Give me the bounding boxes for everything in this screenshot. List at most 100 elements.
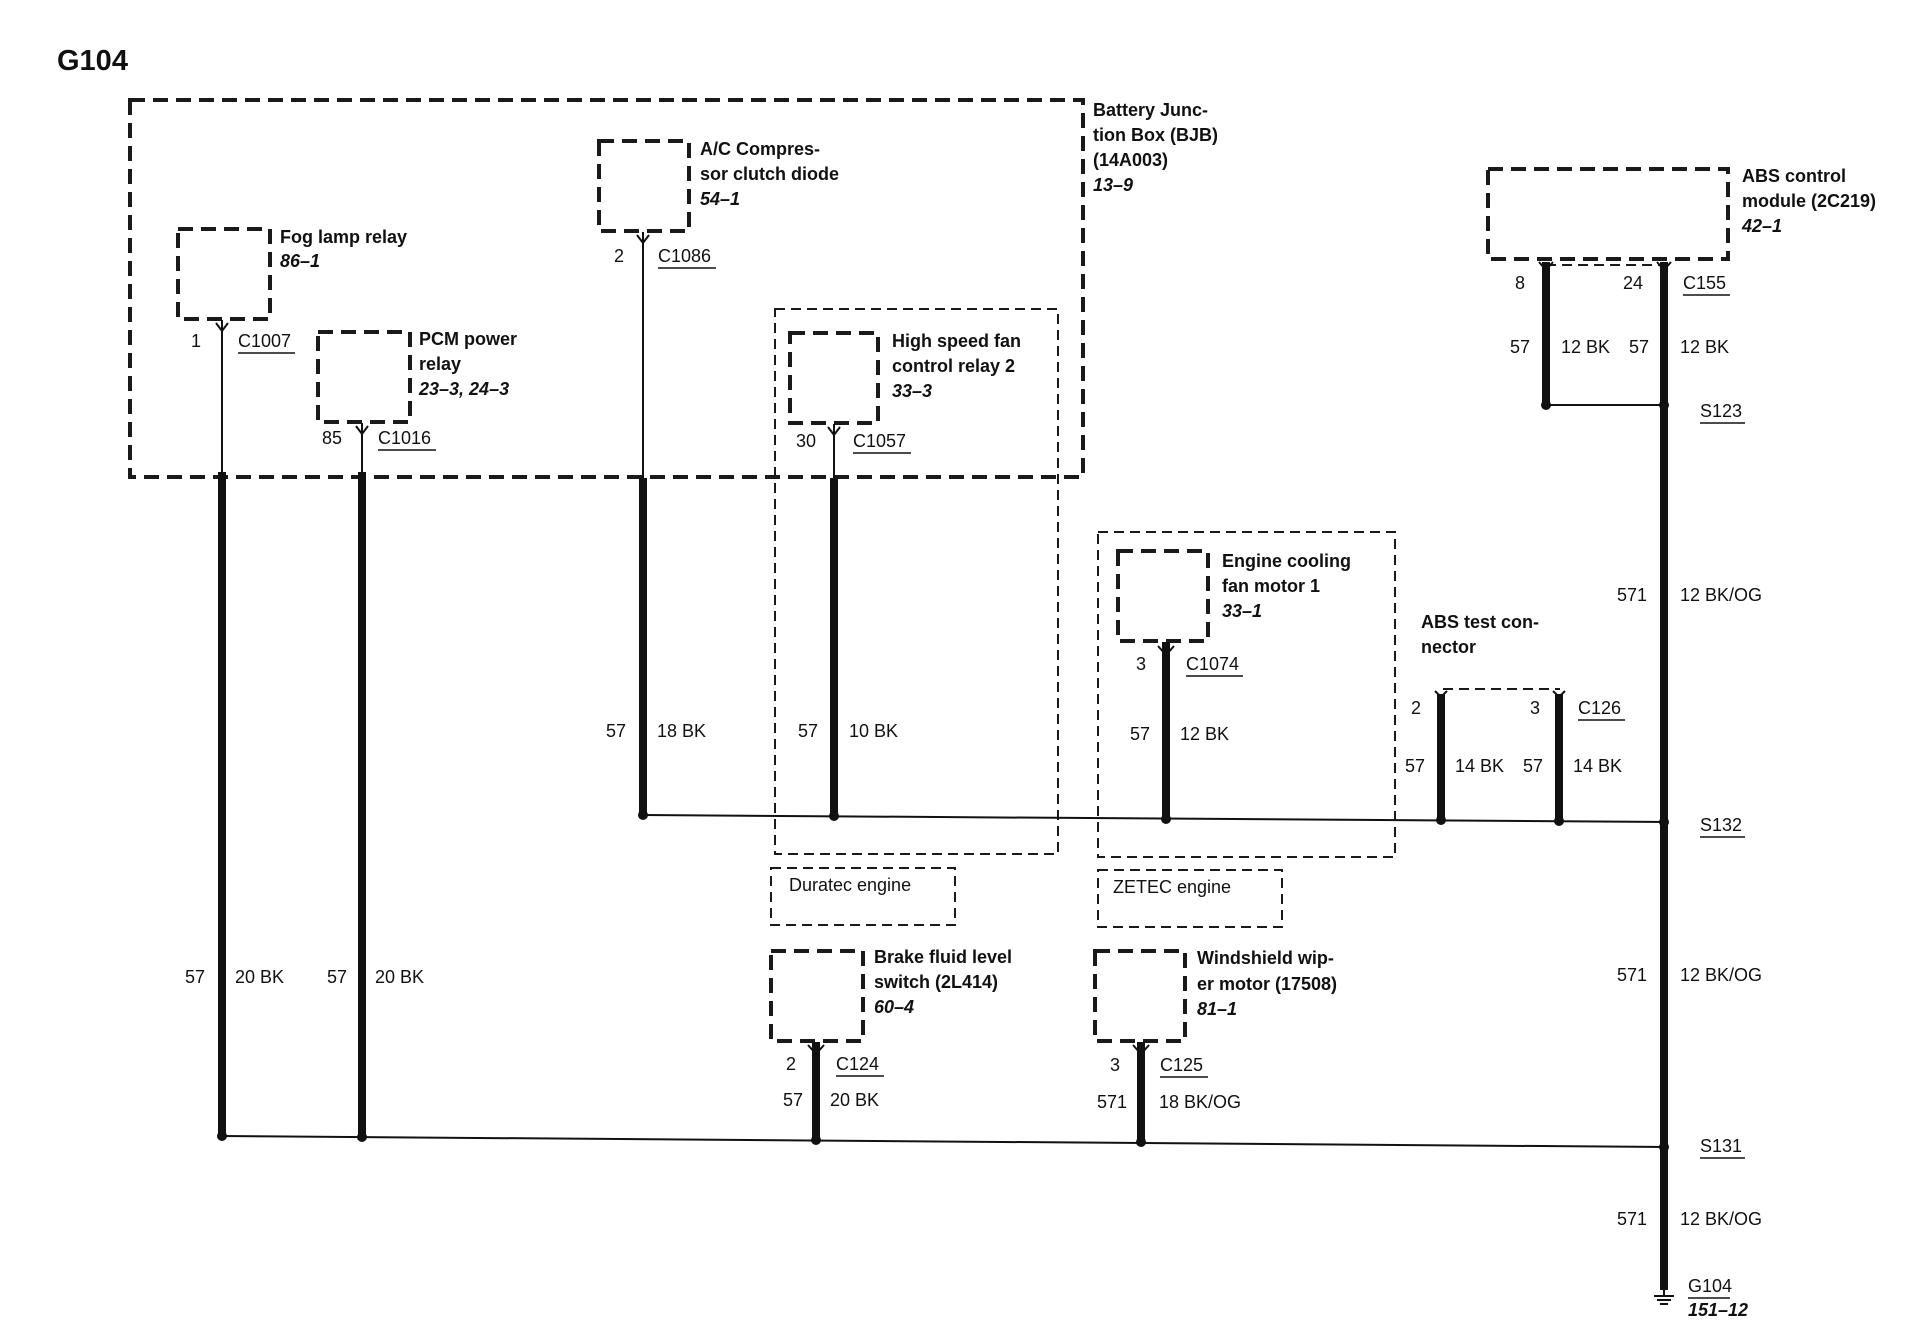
ecf-ref: 33–1	[1222, 601, 1262, 621]
brake-pin-arrow	[807, 1044, 825, 1056]
abs-test-circuit-a: 57	[1405, 756, 1425, 776]
battery-junction-box	[128, 98, 1085, 479]
fog-lamp-relay-ref: 86–1	[280, 251, 320, 271]
pcm-circuit: 57	[327, 967, 347, 987]
hsf-connector: C1057	[853, 431, 906, 451]
wiper-motor-label-line2: er motor (17508)	[1197, 974, 1337, 994]
duratec-engine-label: Duratec engine	[789, 875, 911, 895]
duratec-option-box	[774, 308, 1059, 855]
trunk-seg3-circuit: 571	[1617, 1209, 1647, 1229]
ecf-label-line1: Engine cooling	[1222, 551, 1351, 571]
brake-pin: 2	[786, 1054, 796, 1074]
splice-dot	[638, 810, 648, 820]
ecf-pin-arrow	[1157, 645, 1175, 657]
splice-s132-label: S132	[1700, 815, 1742, 835]
wiper-connector: C125	[1160, 1055, 1203, 1075]
abs-test-pin-a: 2	[1411, 698, 1421, 718]
brake-switch-label-line1: Brake fluid level	[874, 947, 1012, 967]
pcm-pin-arrow	[355, 425, 369, 436]
bjb-label-line1: Battery Junc-	[1093, 100, 1208, 120]
trunk-seg2-circuit: 571	[1617, 965, 1647, 985]
ac-circuit: 57	[606, 721, 626, 741]
abs-test-wire-b-color: 14 BK	[1573, 756, 1622, 776]
trunk-seg1-wire-color: 12 BK/OG	[1680, 585, 1762, 605]
ac-diode-label-line2: sor clutch diode	[700, 164, 839, 184]
ac-diode-ref: 54–1	[700, 189, 740, 209]
ground-icon	[1654, 1290, 1674, 1305]
abs-test-connector: C126	[1578, 698, 1621, 718]
splice-dot	[357, 1132, 367, 1142]
hsf-relay-label-line2: control relay 2	[892, 356, 1015, 376]
abs-module-connector: C155	[1683, 273, 1726, 293]
pcm-relay-label-line2: relay	[419, 354, 461, 374]
wiper-wire-color: 18 BK/OG	[1159, 1092, 1241, 1112]
abs-test-circuit-b: 57	[1523, 756, 1543, 776]
hsf-wire-color: 10 BK	[849, 721, 898, 741]
fog-circuit: 57	[185, 967, 205, 987]
fog-lamp-relay-label: Fog lamp relay	[280, 227, 407, 247]
trunk-seg3-wire-color: 12 BK/OG	[1680, 1209, 1762, 1229]
page-title: G104	[57, 45, 128, 77]
ecf-connector: C1074	[1186, 654, 1239, 674]
abs-test-label-line2: nector	[1421, 637, 1476, 657]
zetec-engine-tag	[1097, 869, 1283, 928]
splice-dot	[1161, 814, 1171, 824]
pcm-power-relay	[316, 330, 412, 424]
splice-dot	[1659, 817, 1669, 827]
abs-module-label-line2: module (2C219)	[1742, 191, 1876, 211]
ecf-circuit: 57	[1130, 724, 1150, 744]
abs-module-circuit-a: 57	[1510, 337, 1530, 357]
trunk-seg2-wire-color: 12 BK/OG	[1680, 965, 1762, 985]
ac-pin-arrow	[636, 234, 650, 245]
brake-circuit: 57	[783, 1090, 803, 1110]
wiper-circuit: 571	[1097, 1092, 1127, 1112]
fog-pin: 1	[191, 331, 201, 351]
hsf-relay-ref: 33–3	[892, 381, 932, 401]
wiper-pin-arrow	[1132, 1044, 1150, 1056]
brake-switch-ref: 60–4	[874, 997, 914, 1017]
abs-module-ref: 42–1	[1741, 216, 1782, 236]
zetec-option-box	[1097, 531, 1396, 858]
abs-test-pin-b: 3	[1530, 698, 1540, 718]
duratec-engine-tag	[770, 867, 956, 926]
abs-module-wire-a-color: 12 BK	[1561, 337, 1610, 357]
fog-lamp-relay	[176, 227, 272, 321]
ecf-wire-color: 12 BK	[1180, 724, 1229, 744]
abs-module-label-line1: ABS control	[1742, 166, 1846, 186]
wiper-pin: 3	[1110, 1055, 1120, 1075]
splice-dot	[1541, 400, 1551, 410]
pcm-connector: C1016	[378, 428, 431, 448]
brake-fluid-level-switch	[769, 949, 865, 1043]
splice-dot	[829, 811, 839, 821]
abs-test-wire-a-color: 14 BK	[1455, 756, 1504, 776]
abs-module-pin-a: 8	[1515, 273, 1525, 293]
ac-pin: 2	[614, 246, 624, 266]
splice-s131-label: S131	[1700, 1136, 1742, 1156]
bjb-ref: 13–9	[1093, 175, 1133, 195]
ecf-pin: 3	[1136, 654, 1146, 674]
windshield-wiper-motor	[1093, 949, 1187, 1043]
abs-module-circuit-b: 57	[1629, 337, 1649, 357]
hsf-pin: 30	[796, 431, 816, 451]
brake-switch-label-line2: switch (2L414)	[874, 972, 998, 992]
splice-s131-bus	[221, 1135, 1665, 1148]
engine-cooling-fan-motor	[1116, 549, 1210, 643]
hsf-circuit: 57	[798, 721, 818, 741]
trunk-seg1-circuit: 571	[1617, 585, 1647, 605]
abs-test-label-line1: ABS test con-	[1421, 612, 1539, 632]
wiper-motor-ref: 81–1	[1197, 999, 1237, 1019]
hsf-pin-arrow	[827, 426, 841, 437]
brake-connector: C124	[836, 1054, 879, 1074]
ecf-label-line2: fan motor 1	[1222, 576, 1320, 596]
fog-pin-arrow	[215, 322, 229, 333]
bjb-label-line2: tion Box (BJB)	[1093, 125, 1218, 145]
abs-control-module	[1486, 167, 1730, 261]
splice-dot	[1659, 1142, 1669, 1152]
splice-dot	[1436, 815, 1446, 825]
ac-compressor-clutch-diode	[597, 139, 691, 233]
ground-label: G104	[1688, 1276, 1732, 1296]
splice-dot	[1136, 1137, 1146, 1147]
hsf-relay-label-line1: High speed fan	[892, 331, 1021, 351]
wiper-motor-label-line1: Windshield wip-	[1197, 948, 1334, 968]
